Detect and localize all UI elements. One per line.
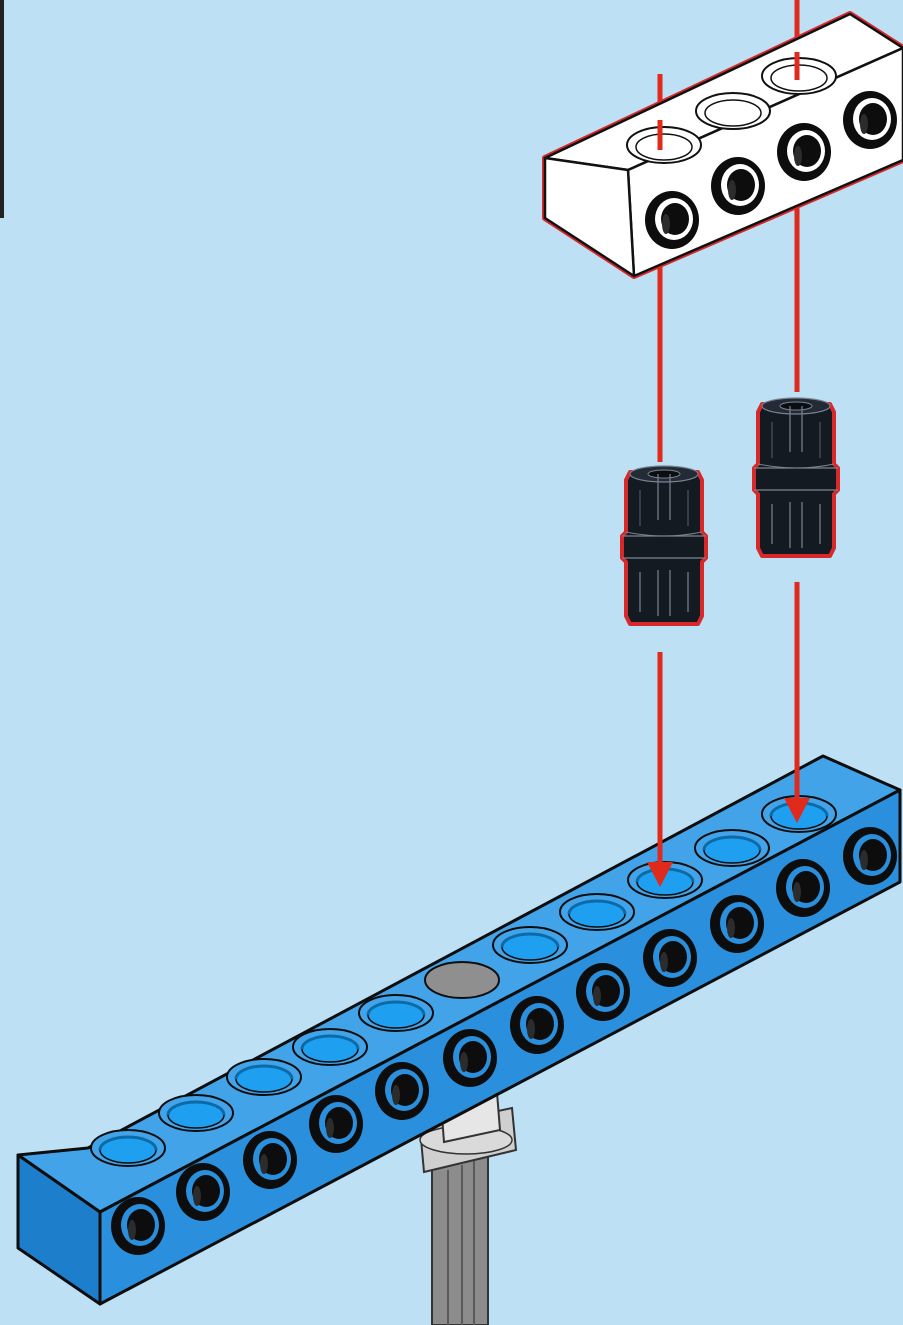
connector-pin-right (754, 398, 838, 556)
axle-end-in-hole (425, 962, 499, 998)
white-beam (545, 14, 903, 276)
connector-pin-left (622, 466, 706, 624)
